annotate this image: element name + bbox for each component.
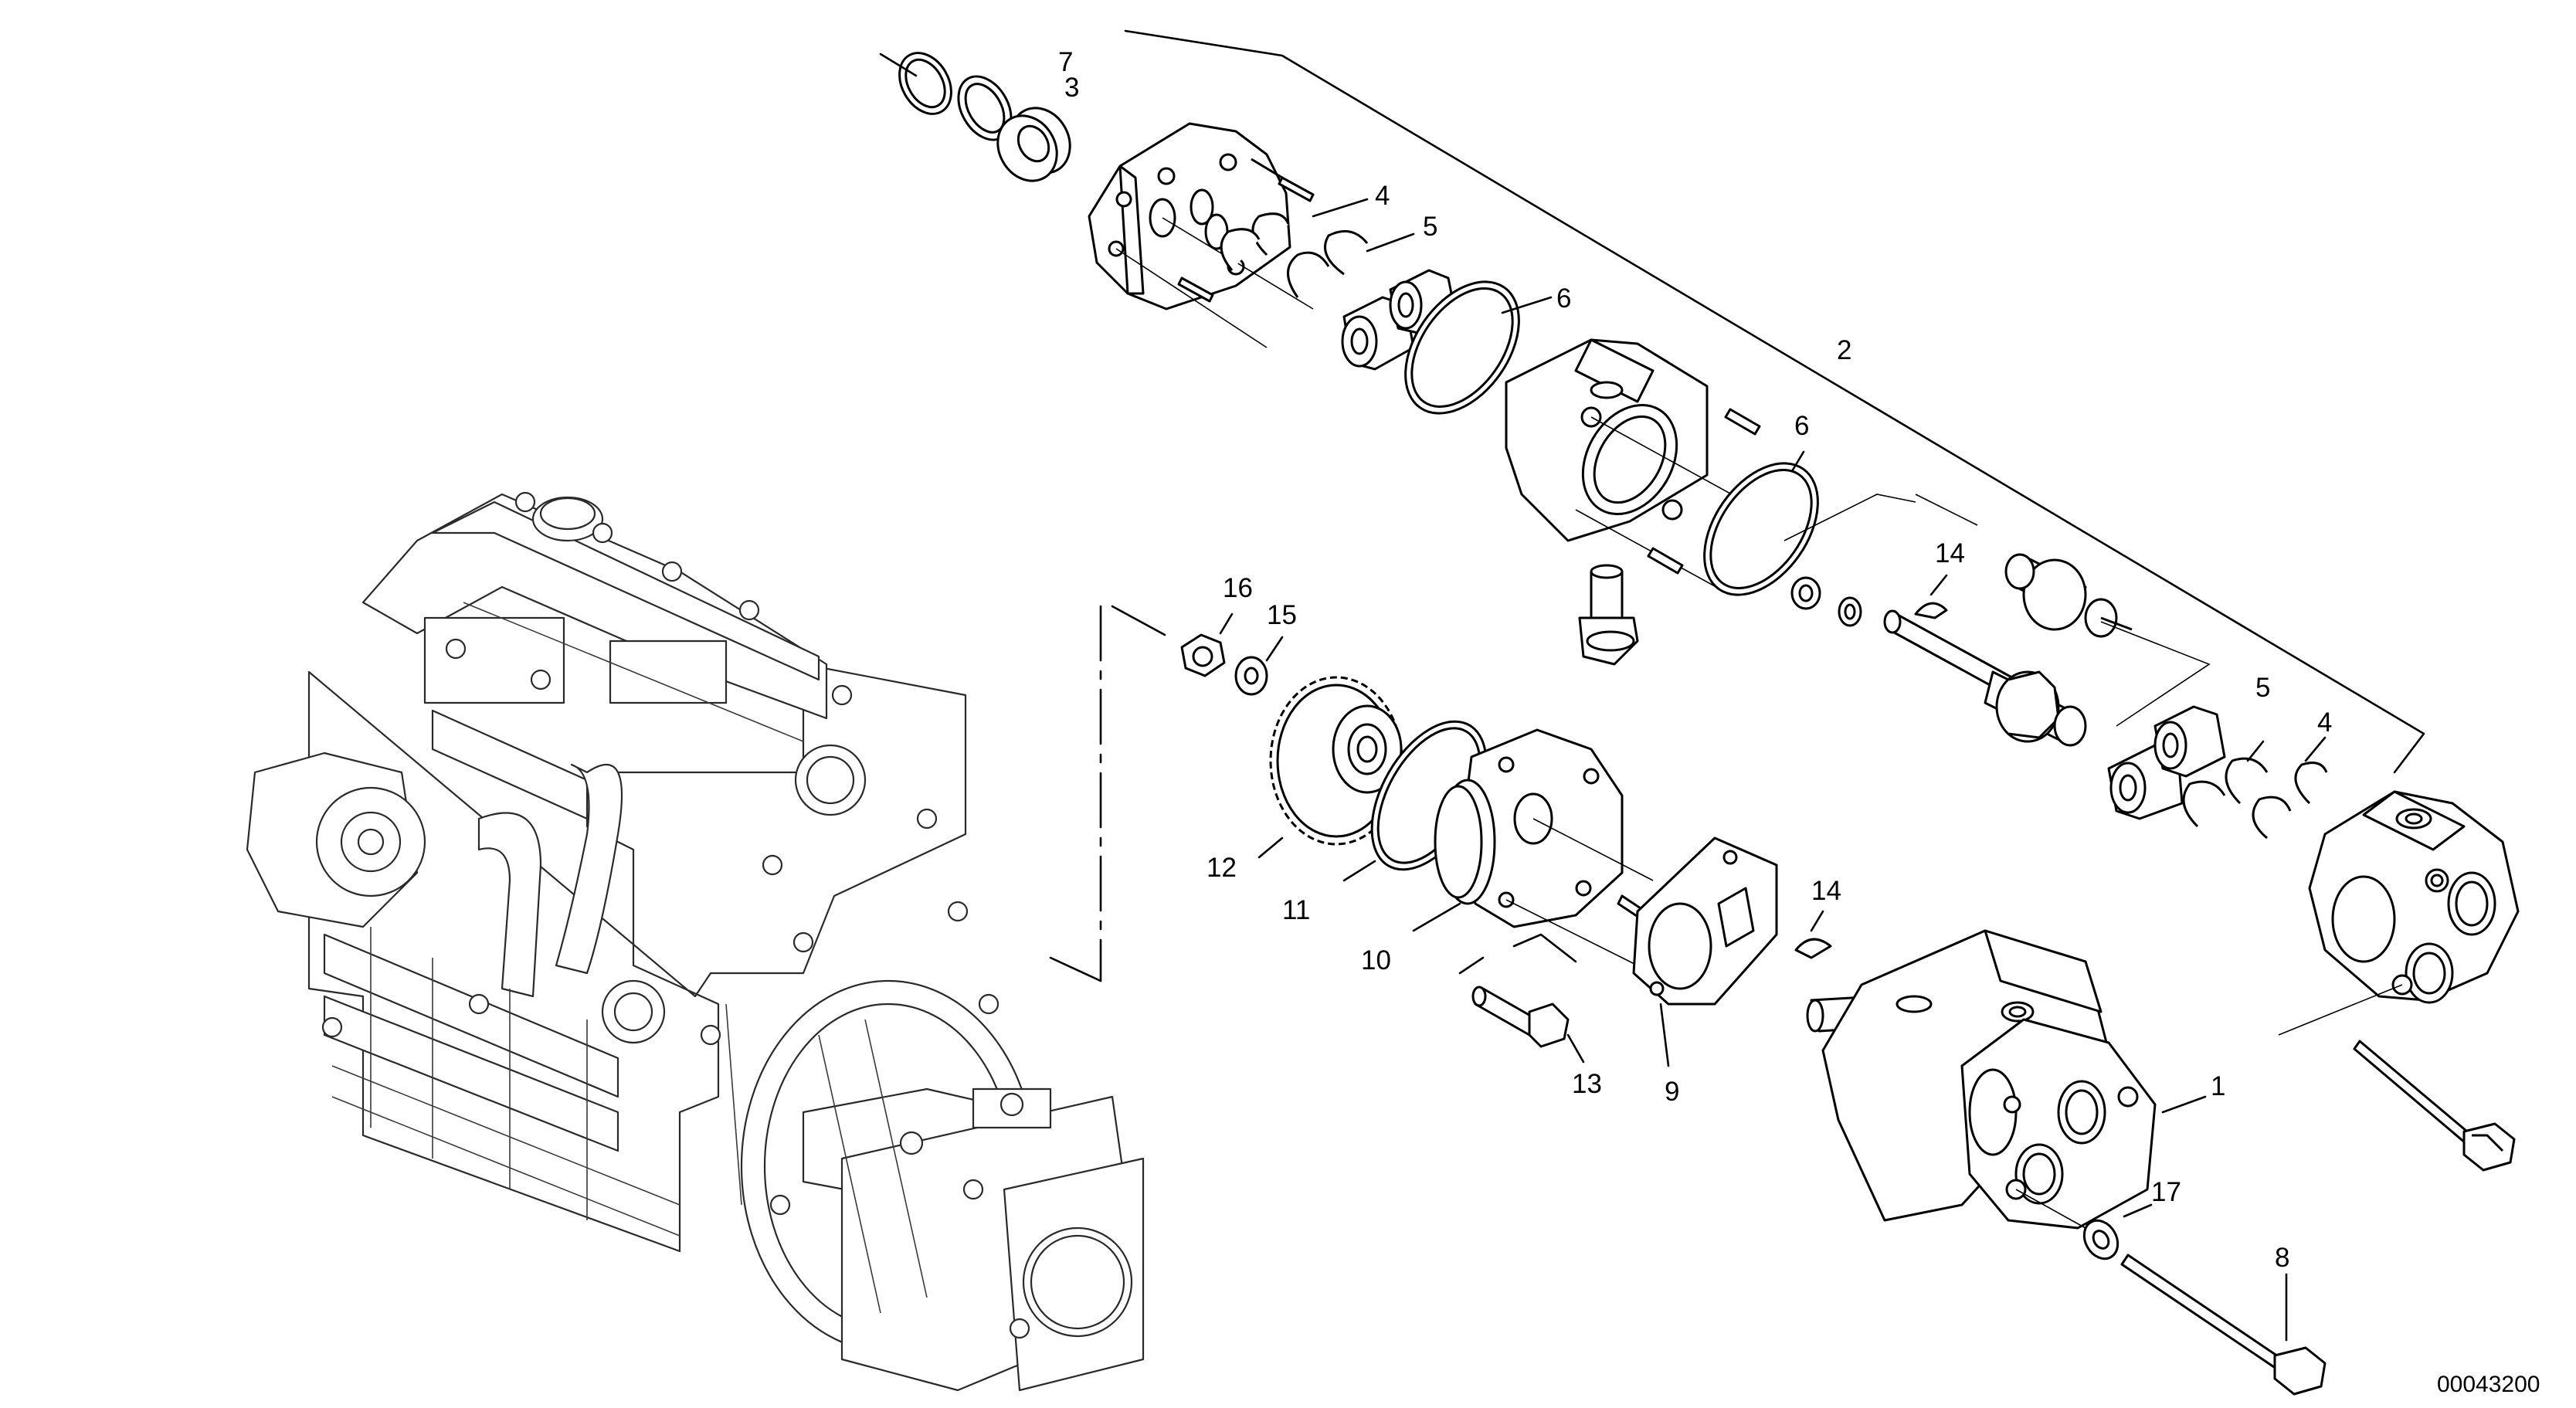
- assembly-bracket: [1049, 605, 1166, 982]
- body-dowel-pin: [1647, 408, 1761, 575]
- callout-5a: 5: [1423, 212, 1437, 242]
- rear-pump-cover: [2278, 790, 2520, 1036]
- callout-9: 9: [1665, 1077, 1679, 1107]
- gasket-9: [1632, 836, 1778, 1067]
- callout-6a: 6: [1556, 283, 1571, 314]
- callout-1: 1: [2211, 1071, 2225, 1101]
- callout-10: 10: [1361, 945, 1391, 975]
- woodruff-key-14-bottom: [1794, 910, 1832, 959]
- circlip-4-rear: [2252, 736, 2328, 840]
- callout-7: 7: [1058, 47, 1073, 77]
- fitting-13: [1458, 956, 1585, 1064]
- callout-8: 8: [2275, 1243, 2289, 1273]
- circlip-5-rear: [2182, 740, 2269, 828]
- circlip-5-top: [1287, 229, 1415, 298]
- retaining-ring: [957, 75, 1013, 141]
- bearing-bush-rear: [2107, 705, 2226, 820]
- tie-bolt-long: [2353, 1040, 2516, 1172]
- callout-5b: 5: [2255, 673, 2270, 703]
- callout-6b: 6: [1794, 411, 1809, 441]
- leader-2: [1124, 29, 2425, 735]
- shaft-nut-washer: [1790, 576, 1862, 627]
- pump-body: [1505, 338, 1746, 595]
- callout-14a: 14: [1935, 538, 1965, 568]
- drive-gear-shaft: [1883, 609, 2087, 747]
- washer-15: [1234, 636, 1284, 696]
- snap-ring-7: [879, 52, 952, 115]
- nut-16: [1180, 612, 1234, 677]
- callout-3: 3: [1064, 73, 1079, 103]
- callout-14b: 14: [1811, 876, 1841, 906]
- callout-12: 12: [1207, 853, 1237, 883]
- callout-16: 16: [1223, 573, 1253, 603]
- driven-gear-shaft: [2004, 553, 2133, 638]
- drawing-reference-code: 00043200: [2437, 1372, 2540, 1397]
- drain-plug: [1578, 564, 1639, 666]
- shaft-seal-3: [996, 107, 1071, 182]
- callout-13: 13: [1572, 1069, 1602, 1099]
- tie-bolt-8: [2120, 1254, 2327, 1396]
- callout-4a: 4: [1375, 181, 1390, 211]
- dowel-pin: [1177, 158, 1315, 303]
- callout-11: 11: [1282, 895, 1310, 925]
- bearing-bush: [1341, 269, 1458, 371]
- engine-assembly: [246, 491, 1145, 1392]
- washer-17: [2015, 1189, 2153, 1260]
- callout-17: 17: [2151, 1177, 2181, 1207]
- woodruff-key-14-top: [1914, 574, 1948, 619]
- circlip-4-top: [1220, 198, 1369, 271]
- adapter-flange-10: [1412, 728, 1654, 966]
- o-ring-6-top: [1404, 280, 1553, 415]
- callout-4b: 4: [2317, 707, 2332, 738]
- gear-pump-1: [1806, 929, 2207, 1230]
- o-ring-6-middle: [1703, 450, 1916, 596]
- callout-labels: 1 2 3 4 4 5 5 6 6 7 8 9 10 11 12 13 14 1…: [1058, 47, 2332, 1273]
- callout-15: 15: [1267, 600, 1297, 630]
- callout-2: 2: [1837, 335, 1851, 365]
